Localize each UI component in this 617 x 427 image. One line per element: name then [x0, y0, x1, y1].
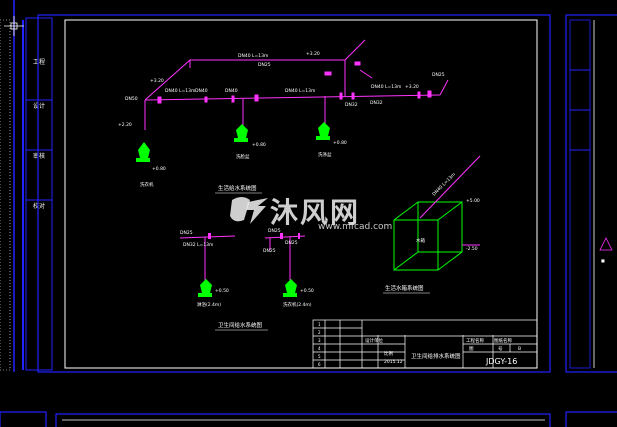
label-vert-left: DN40: [195, 88, 208, 94]
crosshair-cursor-icon: [4, 16, 24, 36]
watermark: 沐风网: [228, 191, 360, 231]
svg-text:3: 3: [318, 338, 321, 343]
label-small-c2: DN25: [285, 240, 298, 246]
label-top-pipe: DN40 L=13m: [238, 53, 268, 59]
tb-cell-b: 号: [498, 346, 503, 352]
tank-label: 水箱: [416, 237, 425, 244]
label-small-d2: DN25: [263, 248, 276, 254]
watermark-url: www.mfcad.com: [318, 222, 393, 232]
label-right-elev: +3.20: [405, 84, 419, 90]
svg-text:5: 5: [318, 354, 321, 359]
label-mid-pipe-a: DN40 L=13m: [165, 88, 195, 94]
pipe-system-top[interactable]: [144, 39, 449, 130]
label-mid-pipe-b: DN40 L=13m: [285, 88, 315, 94]
water-tank[interactable]: [393, 201, 463, 271]
fixtures-top[interactable]: [136, 122, 330, 162]
label-top-elev: +3.20: [306, 51, 320, 57]
label-f6: +0.50: [300, 288, 314, 294]
label-f5: +0.50: [215, 288, 229, 294]
mfcad-logo-icon: [230, 197, 268, 224]
left-label-2: 审核: [33, 152, 45, 160]
title-system-top: 生活给水系统图: [218, 184, 257, 192]
mini-label-b: DN25: [268, 228, 281, 234]
sheet-outer-frame: [37, 14, 551, 373]
label-tank-elev-top: +5.00: [466, 198, 480, 204]
label-left-elev-b: +2.20: [118, 122, 132, 128]
label-left-node: DN50: [125, 96, 138, 102]
left-label-1: 设计: [33, 102, 45, 110]
right-sheet-mark: ■: [601, 258, 605, 263]
label-tank-elev-bot: -2.50: [466, 246, 478, 252]
sheet-inner-frame: [64, 19, 538, 369]
label-f2-name: 洗脸盆: [236, 153, 250, 160]
label-small-d: DN25: [258, 62, 271, 68]
tb-drawing-no: JDGY-16: [485, 357, 517, 366]
label-f3-name: 洗涤盆: [318, 151, 332, 158]
fixtures-bottom[interactable]: [198, 279, 297, 297]
label-right-pipe: DN40 L=13m: [371, 84, 401, 90]
washing-machine-icon[interactable]: [136, 142, 150, 162]
tb-project-label: 工程名称: [466, 337, 484, 344]
tb-title: 卫生间给排水系统图: [411, 352, 461, 360]
label-f3: +0.80: [333, 140, 347, 146]
washing-machine-2-icon[interactable]: [283, 279, 297, 297]
title-block[interactable]: [312, 319, 538, 369]
tb-scale: 比例: [384, 350, 393, 357]
svg-text:1: 1: [318, 322, 321, 327]
label-small-b: DN32: [370, 100, 383, 106]
title-tank: 生活水箱系统图: [385, 284, 424, 292]
label-vert-mid: DN40: [225, 88, 238, 94]
mini-label-c: DN32 L=13m: [183, 242, 213, 248]
bottom-sheets: [0, 411, 617, 427]
title-system-bottom: 卫生间给水系统图: [218, 321, 263, 329]
label-f6-name: 洗衣机(2.4m): [283, 301, 312, 308]
watermark-brand: 沐风网: [270, 196, 361, 229]
svg-text:2: 2: [318, 330, 321, 335]
tb-cell-c: B: [518, 346, 521, 352]
left-sheet: 工程 设计 审核 校对: [0, 0, 53, 372]
label-f2: +0.80: [252, 142, 266, 148]
label-small-a: DN32: [345, 102, 358, 108]
tb-cell-a: 图: [469, 346, 474, 352]
left-label-3: 校对: [33, 202, 45, 210]
label-f1: +0.80: [152, 166, 166, 172]
label-f1-name: 洗衣机: [140, 181, 154, 188]
left-label-0: 工程: [33, 58, 45, 66]
washbasin-icon[interactable]: [234, 124, 248, 142]
sink-icon[interactable]: [316, 122, 330, 140]
right-sheet: ■: [565, 14, 617, 373]
label-small-c: DN25: [432, 72, 445, 78]
svg-text:6: 6: [318, 362, 321, 367]
tb-date: 2015.12: [384, 359, 403, 365]
tb-designer-label: 设计单位: [365, 337, 383, 344]
pipe-system-bottom[interactable]: [179, 235, 306, 285]
shower-icon[interactable]: [198, 279, 212, 297]
label-f5-name: 淋浴(2.4m): [197, 301, 221, 308]
tb-sheet-label: 图纸名称: [494, 337, 512, 344]
valves: [157, 61, 432, 104]
label-left-elev-a: +3.20: [150, 78, 164, 84]
svg-text:4: 4: [318, 346, 321, 351]
mini-label-a: DN25: [180, 230, 193, 236]
